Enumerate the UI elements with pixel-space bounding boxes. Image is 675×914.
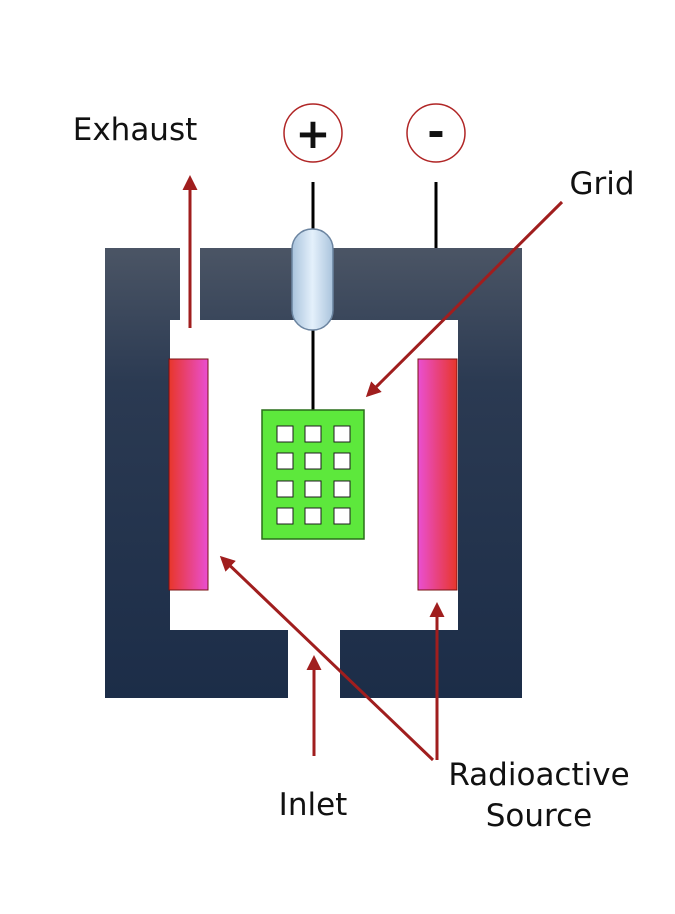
negative-terminal: -	[406, 103, 466, 163]
insulator	[291, 228, 334, 331]
grid-hole	[276, 507, 294, 525]
chamber-right-wall	[200, 248, 522, 698]
negative-terminal-ring	[406, 103, 466, 163]
grid-hole	[304, 452, 322, 470]
grid-hole	[304, 480, 322, 498]
grid-hole	[304, 507, 322, 525]
exhaust-label: Exhaust	[73, 112, 198, 148]
radioactive-source-right	[417, 358, 458, 591]
grid-label: Grid	[569, 166, 634, 202]
positive-terminal-ring	[283, 103, 343, 163]
grid-hole	[333, 480, 351, 498]
grid-hole	[333, 452, 351, 470]
grid-hole	[276, 452, 294, 470]
grid-arrow	[365, 200, 564, 398]
grid-holes	[276, 425, 351, 525]
grid-hole	[304, 425, 322, 443]
radioactive-label-line2: Source	[486, 798, 592, 834]
chamber-left-wall	[105, 248, 288, 698]
grid-hole	[276, 425, 294, 443]
inlet-label: Inlet	[279, 787, 348, 823]
source-arrow-left	[219, 555, 435, 762]
grid-hole	[333, 425, 351, 443]
positive-symbol: +	[295, 109, 330, 158]
negative-symbol: -	[427, 107, 444, 156]
positive-terminal: +	[283, 103, 343, 163]
arrows	[182, 175, 564, 762]
grid-electrode	[261, 409, 365, 540]
chamber-body	[105, 248, 522, 698]
radioactive-source-left	[168, 358, 209, 591]
radioactive-label-line1: Radioactive	[448, 757, 629, 793]
grid-hole	[333, 507, 351, 525]
grid-hole	[276, 480, 294, 498]
